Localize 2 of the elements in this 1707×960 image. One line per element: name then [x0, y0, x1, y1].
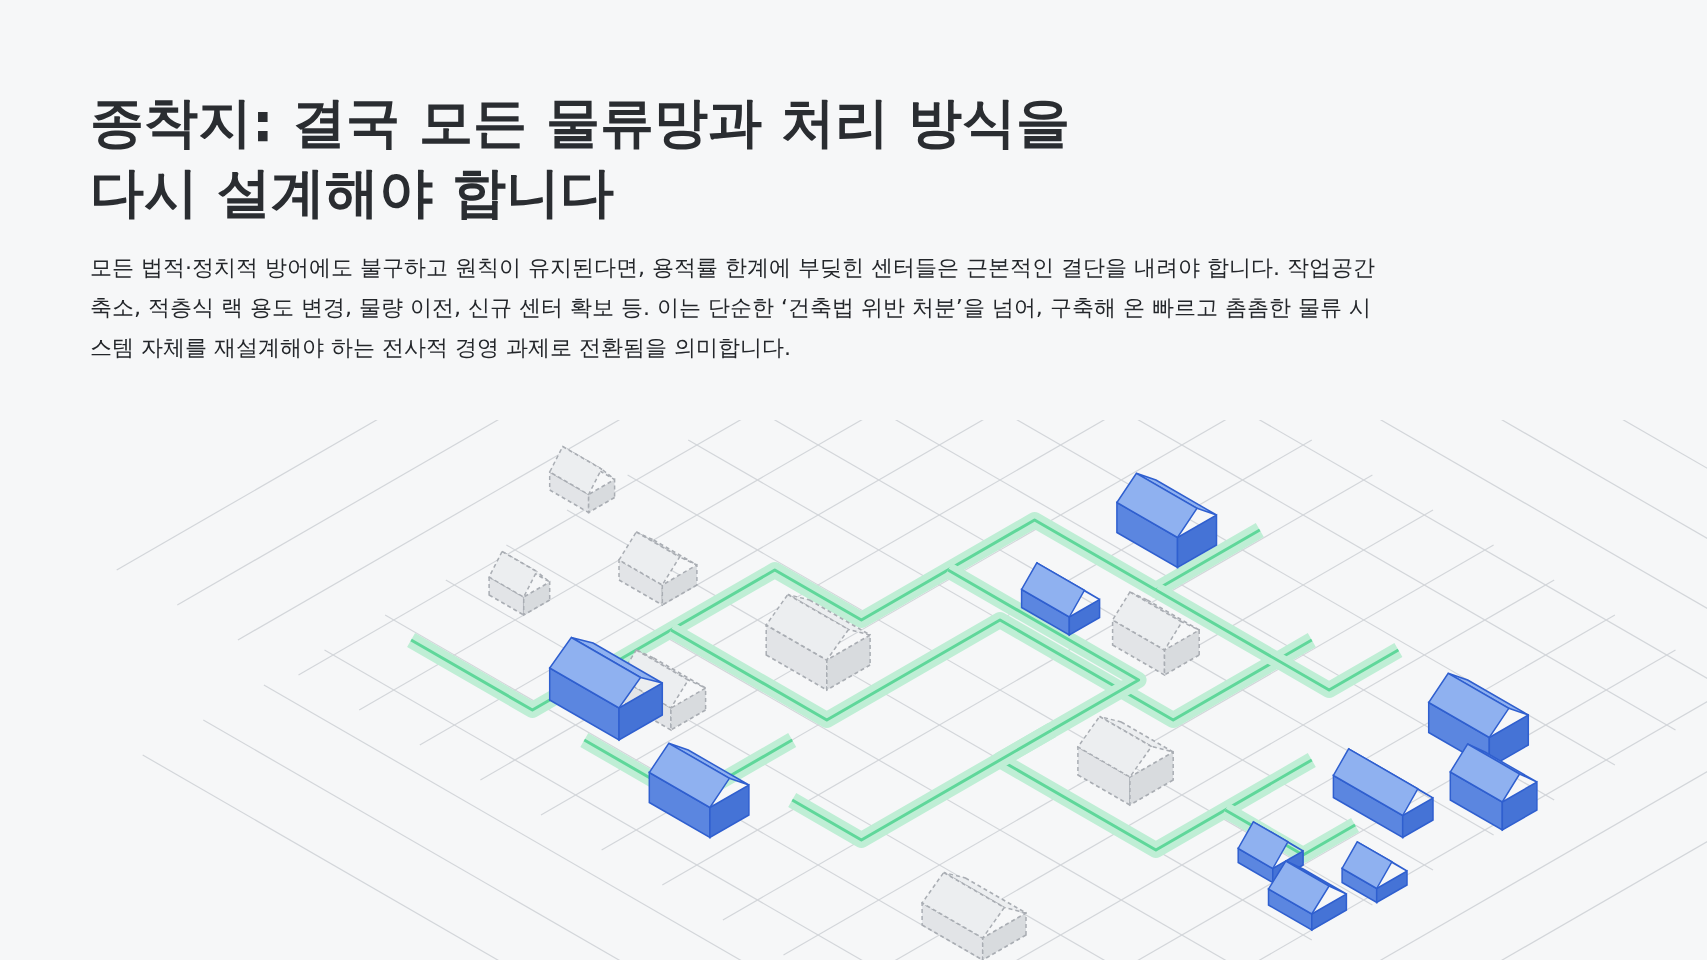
slide-title: 종착지: 결국 모든 물류망과 처리 방식을 다시 설계해야 합니다	[90, 90, 1071, 226]
body-paragraph: 모든 법적·정치적 방어에도 불구하고 원칙이 유지된다면, 용적률 한계에 부딪힌 센터들은 근본적인 결단을 내려야 합니다. 작업공간 축소, 적층식 랙 용도 변경, 물량 이전, 신규 센터 확보 등. 이는 단순한 ‘건축법 위반 처분’을 넘어, 구축해 온 빠르고 촘촘한 물류 시스템 자체를 재설계해야 하는 전사적 경영 과제로 전환됨을 의미합니다.	[90, 254, 1376, 362]
